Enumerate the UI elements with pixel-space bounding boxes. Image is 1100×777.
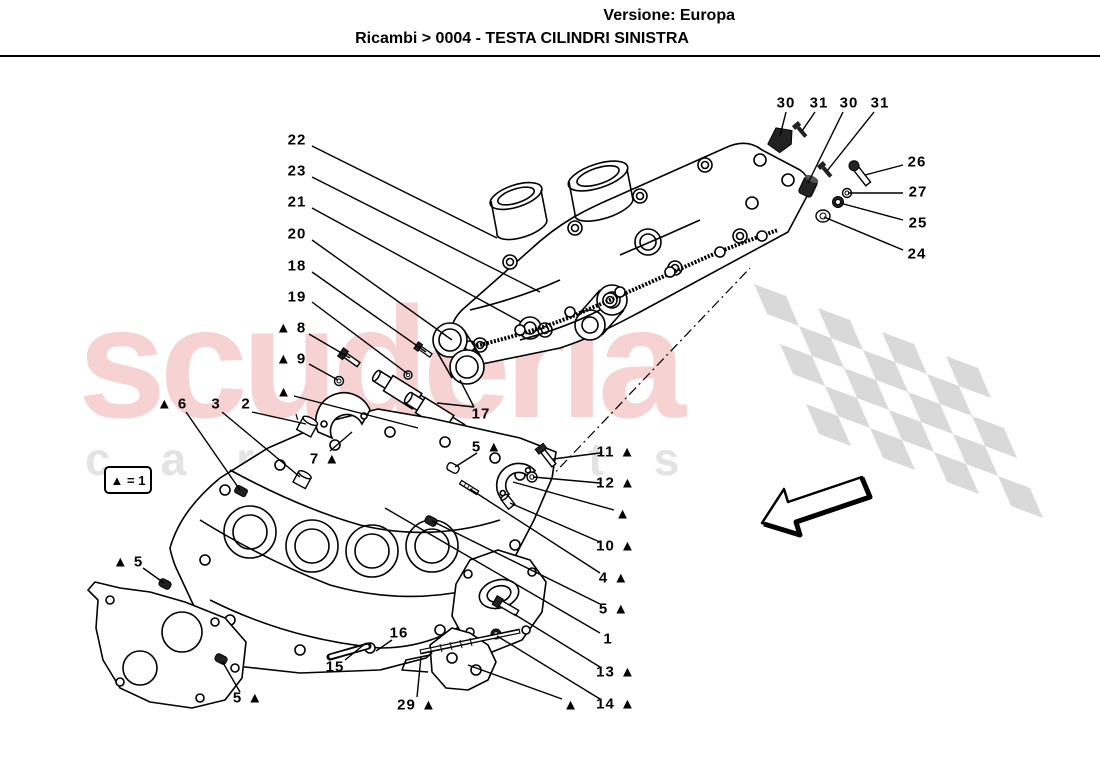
bolt-26 [848, 160, 872, 187]
leader-tri-cap [293, 395, 419, 429]
cover-port-2 [567, 160, 634, 222]
cover-port-1 [489, 181, 548, 241]
figure8-seal-17 [432, 322, 485, 385]
cover-gasket [451, 228, 779, 354]
leader-part12 [532, 476, 601, 484]
leader-part2 [251, 411, 307, 425]
leader-part8 [308, 333, 351, 359]
leader-tri-bracket [467, 664, 563, 700]
leader-part21 [311, 207, 522, 323]
sensor-30b [798, 174, 819, 198]
leader-part29 [416, 656, 422, 698]
leader-part3 [221, 411, 301, 478]
leader-part17 [459, 379, 475, 408]
leader-part25 [839, 202, 904, 221]
leader-part5-top [454, 452, 478, 468]
leader-part14 [496, 635, 601, 700]
pin-16 [326, 642, 372, 661]
leader-part17 [436, 402, 475, 408]
leader-part5-bottom [221, 660, 241, 693]
legend-label: ▲ = 1 [110, 472, 146, 488]
header-divider [0, 55, 1100, 57]
leader-part1 [384, 507, 601, 634]
direction-arrow [760, 475, 873, 538]
version-label: Versione: Europa [603, 7, 735, 24]
leader-part5-right [431, 520, 601, 605]
plug-5-bottom [214, 653, 228, 665]
leader-part4 [469, 488, 601, 574]
plug-6 [234, 484, 248, 498]
leader-part16 [375, 639, 393, 652]
head-gasket-drawing [87, 581, 247, 709]
leader-part6 [185, 411, 241, 491]
leader-tri-right [512, 481, 615, 511]
cam-cap-B [495, 462, 537, 502]
legend-box: ▲ = 1 [104, 466, 152, 494]
leader-part10 [509, 502, 601, 543]
leader-part5-left [142, 567, 165, 584]
leader-part26 [864, 164, 904, 176]
checkered-flag-graphic [754, 284, 1043, 518]
bolt-31a [791, 121, 808, 138]
stud-29 [419, 628, 521, 655]
leader-part15 [344, 642, 367, 661]
leader-part31-a [801, 111, 816, 132]
bushing-24 [815, 209, 831, 223]
leader-part31-b [826, 111, 875, 172]
axis-dash-line [504, 267, 751, 526]
bolt-11 [534, 442, 557, 468]
bracket-drawing [401, 627, 497, 691]
bolt-13 [491, 594, 520, 617]
leader-part30-b [807, 111, 844, 184]
plug-5-top [446, 462, 460, 474]
leader-part11 [552, 452, 601, 460]
leader-part23 [311, 176, 541, 293]
cam-cover-drawing [450, 142, 811, 365]
leader-part13 [513, 613, 601, 668]
leader-part9 [308, 363, 339, 381]
leader-part19 [311, 301, 409, 375]
breadcrumb: Ricambi > 0004 - TESTA CILINDRI SINISTRA [355, 30, 689, 47]
bolt-31b [816, 161, 833, 178]
sensor-30a [767, 127, 793, 154]
leader-lines [142, 111, 904, 700]
leader-part20 [311, 239, 453, 341]
leader-part22 [311, 145, 498, 239]
dowel-10 [500, 493, 516, 511]
leader-part7 [329, 431, 353, 452]
tappet-2 [295, 415, 319, 438]
spacer-25 [832, 196, 844, 208]
leader-part24 [823, 216, 904, 251]
leader-part18 [311, 271, 427, 353]
nut-9 [333, 375, 345, 387]
leader-part30-a [779, 111, 787, 137]
